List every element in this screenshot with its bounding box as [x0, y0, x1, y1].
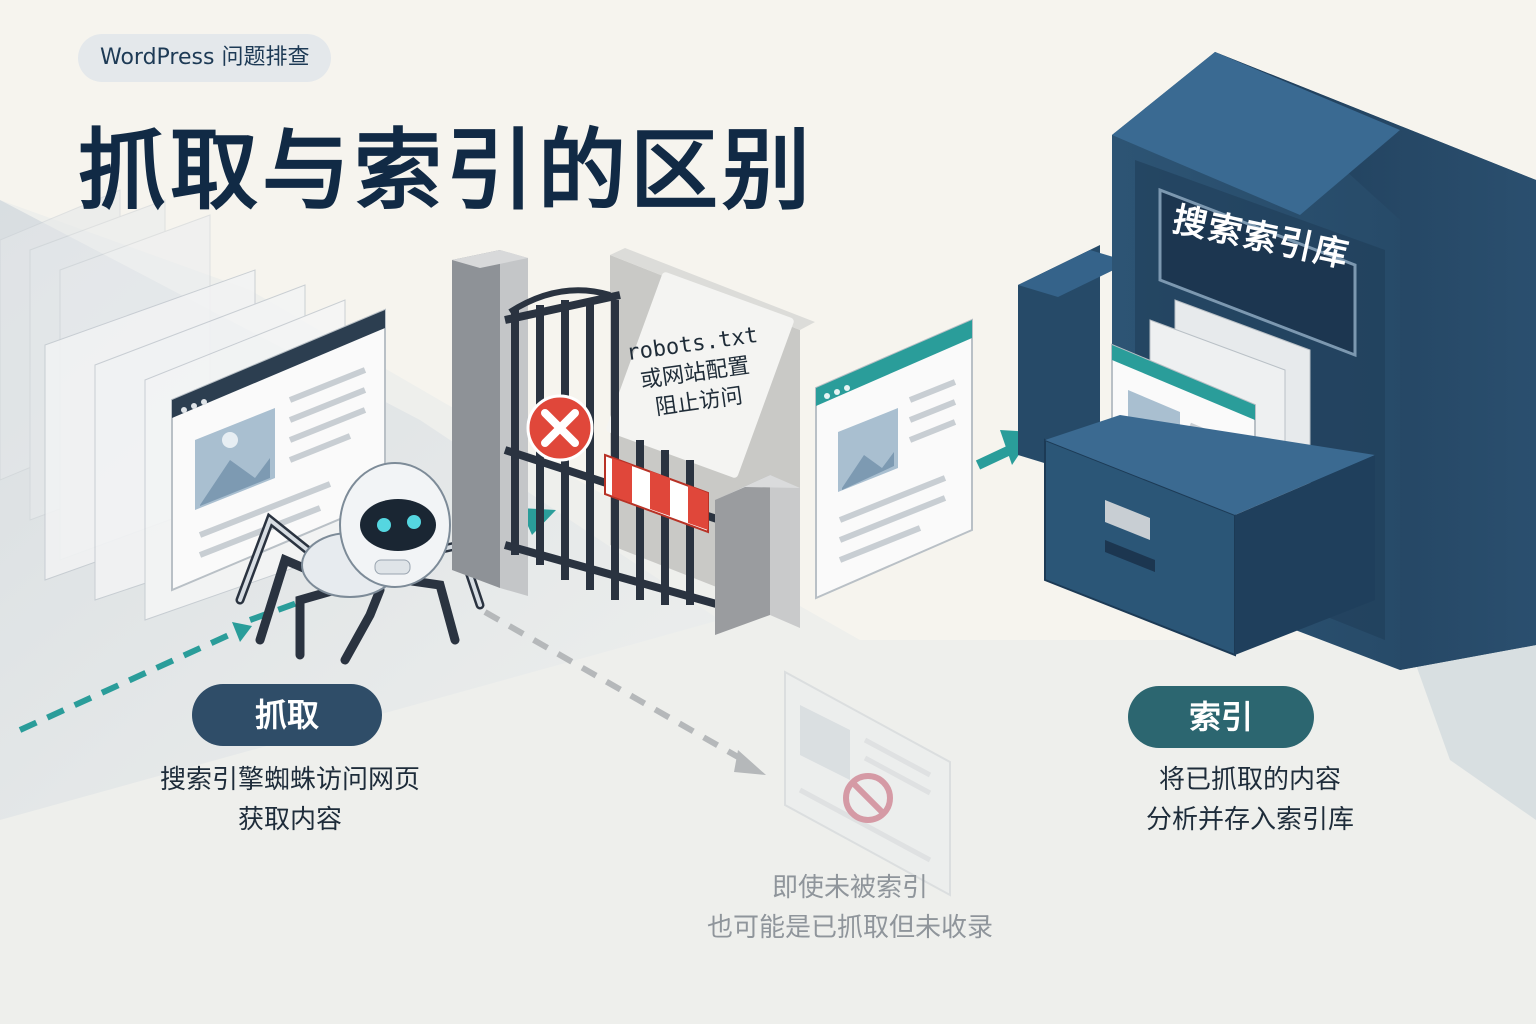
file-cabinet-icon [1018, 52, 1536, 670]
description-line: 搜索引擎蜘蛛访问网页 [159, 765, 420, 795]
indexed-page [815, 318, 973, 600]
unindexed-page [784, 670, 951, 897]
gate [452, 248, 815, 635]
note-line: 即使未被索引 [771, 873, 928, 903]
barrier [604, 453, 709, 534]
crawl-label: 抓取 [192, 684, 382, 746]
crawl-description: 搜索引擎蜘蛛访问网页 获取内容 [130, 760, 450, 840]
robots-sign: robots.txt 或网站配置 阻止访问 [625, 321, 766, 425]
crawled-page [171, 308, 386, 592]
page-title: 抓取与索引的区别 [78, 119, 815, 222]
image-icon [838, 408, 898, 492]
note-line: 也可能是已抓取但未收录 [706, 913, 993, 943]
description-line: 获取内容 [237, 805, 342, 835]
topic-badge: WordPress 问题排查 [78, 34, 332, 82]
prohibited-icon [843, 773, 893, 823]
image-icon [195, 408, 275, 510]
note-text: 即使未被索引 也可能是已抓取但未收录 [660, 868, 1040, 948]
blocked-arrow [483, 609, 766, 775]
index-description: 将已抓取的内容 分析并存入索引库 [1110, 760, 1390, 840]
spider-robot-icon [235, 462, 485, 665]
close-icon [526, 394, 594, 462]
index-label: 索引 [1128, 686, 1314, 748]
description-line: 将已抓取的内容 [1158, 765, 1341, 795]
description-line: 分析并存入索引库 [1145, 805, 1354, 835]
